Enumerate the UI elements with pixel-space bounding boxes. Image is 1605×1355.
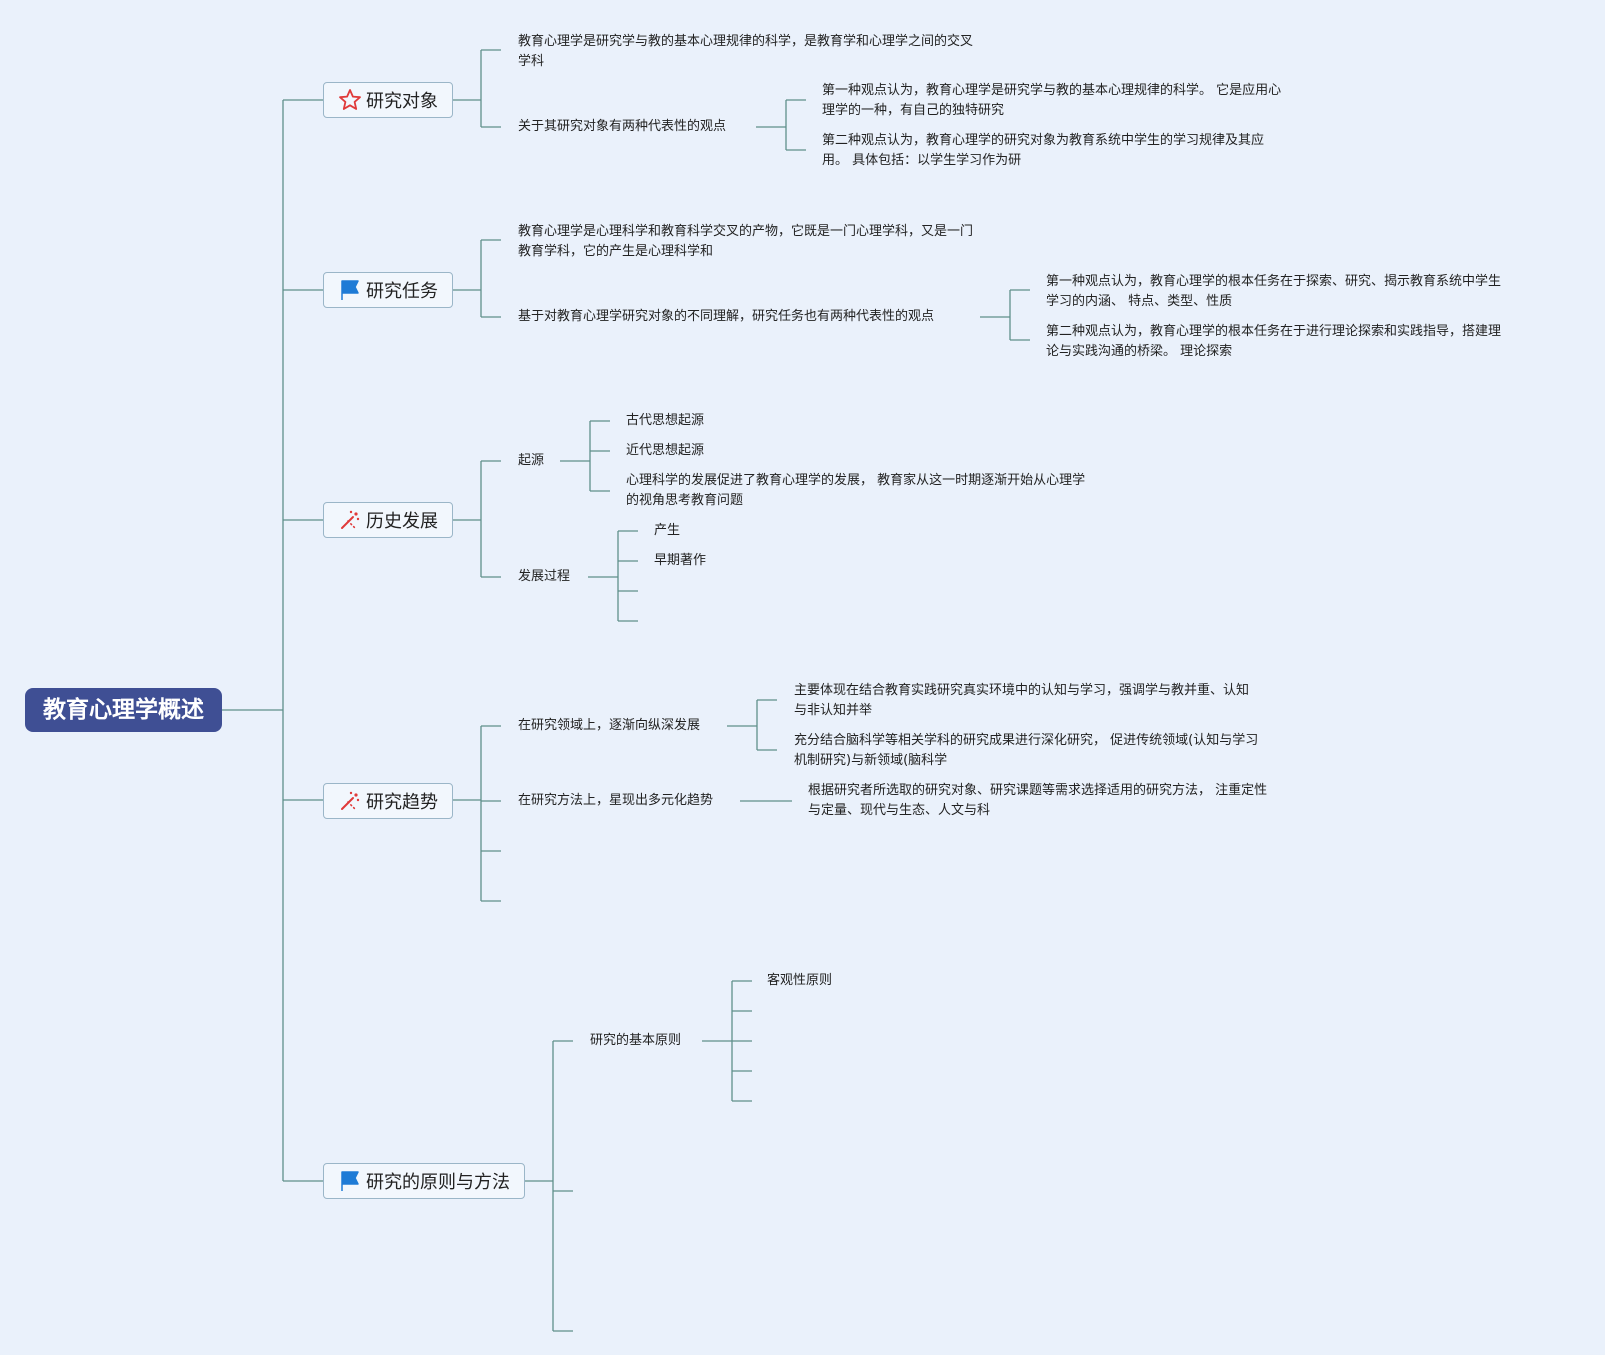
subtopic-research-method[interactable]: 在研究方法上，星现出多元化趋势 [518, 793, 714, 808]
topic-principles-methods[interactable]: 研究的原则与方法 [323, 1163, 525, 1199]
topic-label: 历史发展 [366, 511, 438, 532]
flag-icon [338, 1169, 362, 1193]
topic-research-object[interactable]: 研究对象 [323, 82, 453, 118]
subtopic-two-views[interactable]: 关于其研究对象有两种代表性的观点 [518, 119, 727, 134]
subtopic-development-process[interactable]: 发展过程 [518, 569, 571, 584]
sparkle-icon [338, 508, 362, 532]
sparkle-icon [338, 789, 362, 813]
subtopic-method-detail[interactable]: 根据研究者所选取的研究对象、研究课题等需求选择适用的研究方法， 注重定性与定量、… [808, 783, 1268, 818]
subtopic-origin[interactable]: 起源 [518, 453, 545, 468]
subtopic-task-view-two[interactable]: 第二种观点认为，教育心理学的根本任务在于进行理论探索和实践指导，搭建理论与实践沟… [1046, 324, 1502, 359]
subtopic-interdisciplinary[interactable]: 教育心理学是心理科学和教育科学交叉的产物，它既是一门心理学科，又是一门教育学科，… [518, 224, 974, 259]
subtopic-view-one[interactable]: 第一种观点认为，教育心理学是研究学与教的基本心理规律的科学。 它是应用心理学的一… [822, 83, 1282, 118]
subtopic-emergence[interactable]: 产生 [654, 523, 681, 538]
topic-research-trend[interactable]: 研究趋势 [323, 783, 453, 819]
subtopic-psych-development[interactable]: 心理科学的发展促进了教育心理学的发展， 教育家从这一时期逐渐开始从心理学的视角思… [626, 473, 1086, 508]
topic-history[interactable]: 历史发展 [323, 502, 453, 538]
topic-label: 研究的原则与方法 [366, 1172, 510, 1193]
topic-label: 研究对象 [366, 91, 438, 112]
subtopic-task-view-one[interactable]: 第一种观点认为，教育心理学的根本任务在于探索、研究、揭示教育系统中学生学习的内涵… [1046, 274, 1502, 309]
subtopic-field-detail-one[interactable]: 主要体现在结合教育实践研究真实环境中的认知与学习，强调学与教并重、认知与非认知并… [794, 683, 1250, 718]
topic-label: 研究趋势 [366, 792, 438, 813]
subtopic-definition[interactable]: 教育心理学是研究学与教的基本心理规律的科学，是教育学和心理学之间的交叉学科 [518, 34, 974, 69]
subtopic-task-views[interactable]: 基于对教育心理学研究对象的不同理解，研究任务也有两种代表性的观点 [518, 309, 935, 324]
star-icon [338, 88, 362, 112]
subtopic-ancient-origin[interactable]: 古代思想起源 [626, 413, 705, 428]
topic-label: 研究任务 [366, 281, 438, 302]
flag-icon [338, 278, 362, 302]
topic-research-task[interactable]: 研究任务 [323, 272, 453, 308]
subtopic-field-detail-two[interactable]: 充分结合脑科学等相关学科的研究成果进行深化研究， 促进传统领域(认知与学习机制研… [794, 733, 1259, 768]
subtopic-research-field[interactable]: 在研究领域上，逐渐向纵深发展 [518, 718, 701, 733]
subtopic-view-two[interactable]: 第二种观点认为，教育心理学的研究对象为教育系统中学生的学习规律及其应用。 具体包… [822, 133, 1265, 168]
subtopic-objectivity[interactable]: 客观性原则 [767, 973, 833, 988]
root-topic[interactable]: 教育心理学概述 [25, 688, 222, 732]
subtopic-basic-principles[interactable]: 研究的基本原则 [590, 1033, 682, 1048]
subtopic-early-works[interactable]: 早期著作 [654, 553, 707, 568]
subtopic-modern-origin[interactable]: 近代思想起源 [626, 443, 705, 458]
